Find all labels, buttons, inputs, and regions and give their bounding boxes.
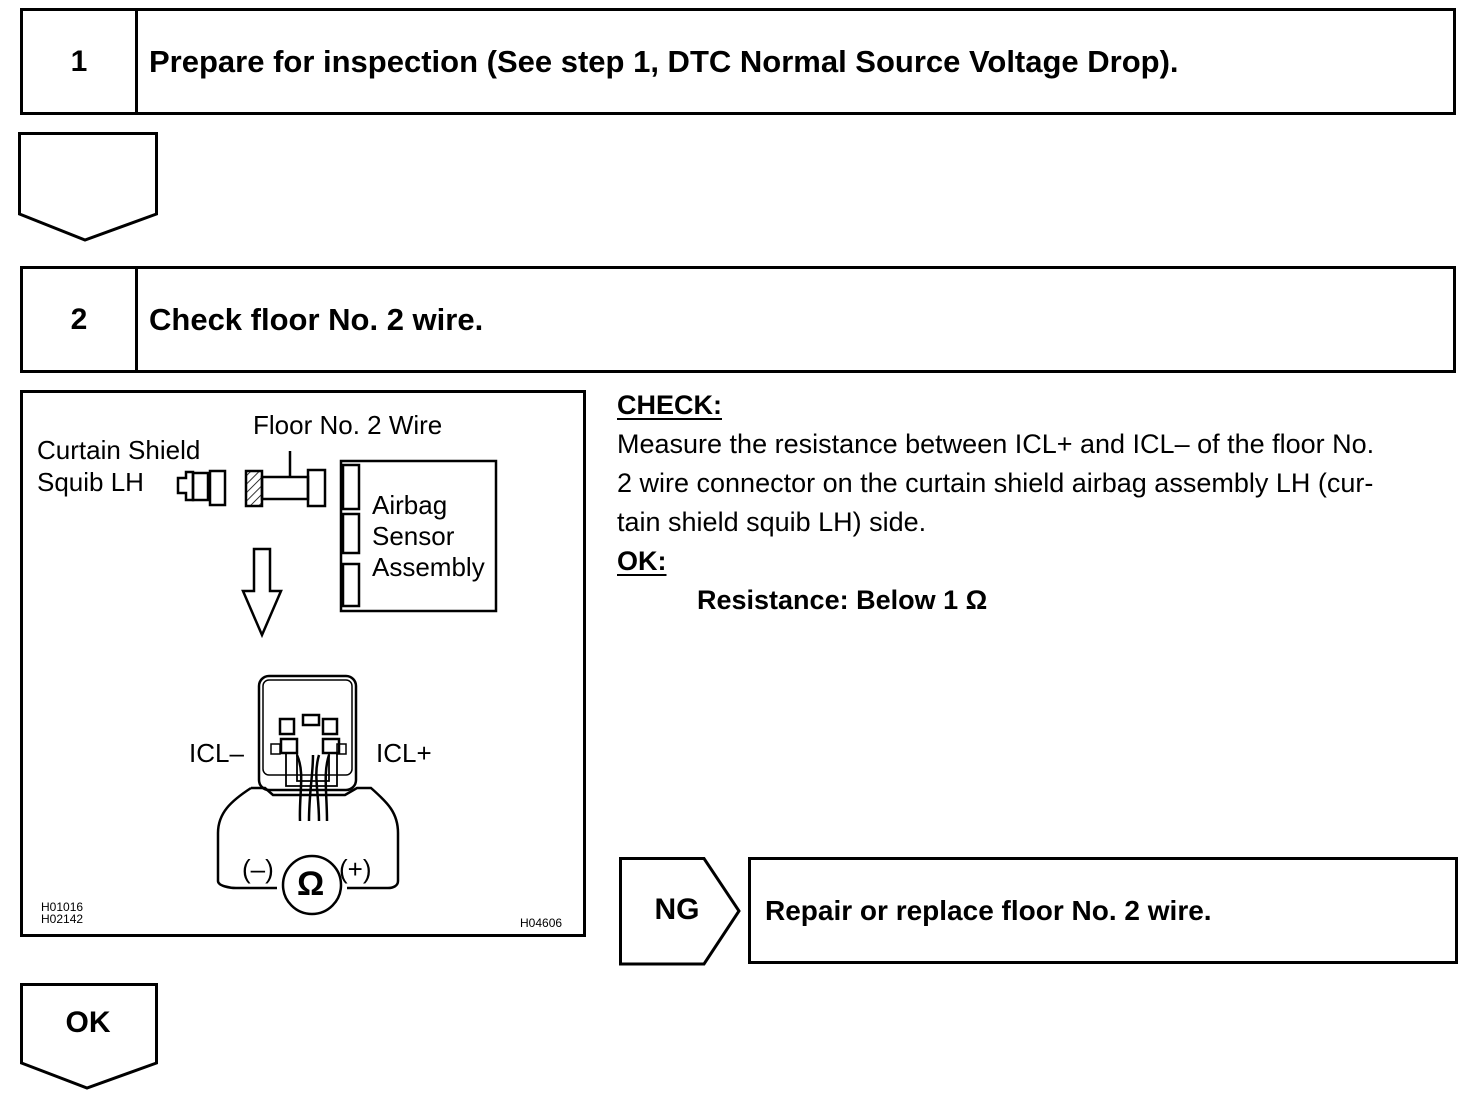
ok-label: OK [65,1006,111,1039]
floor-wire-icon [244,451,327,508]
wiring-illustration: Floor No. 2 Wire Curtain Shield Squib LH… [20,390,586,937]
ref-code-1: H01016 [41,900,84,914]
check-section: CHECK: Measure the resistance between IC… [617,386,1462,620]
resistance-spec: Resistance: Below 1 Ω [697,585,988,615]
ng-label: NG [654,893,700,926]
ref-code-2: H02142 [41,912,84,926]
step-2-number: 2 [23,269,138,370]
down-arrow-icon [18,132,158,242]
sensor-label: Sensor [372,521,455,551]
step-1-title: Prepare for inspection (See step 1, DTC … [149,43,1179,79]
curtain-shield-label: Curtain Shield [37,435,201,465]
ok-heading: OK: [617,546,667,576]
ref-code-3: H04606 [520,916,563,930]
icl-plus-label: ICL+ [376,738,432,768]
probe-plus-label: (+) [339,854,372,884]
airbag-sensor-assembly-icon [339,459,498,613]
step-2-box: 2 Check floor No. 2 wire. [20,266,1456,373]
step-2-title: Check floor No. 2 wire. [149,301,484,337]
probe-minus-label: (–) [242,854,274,884]
check-heading: CHECK: [617,390,722,420]
ok-arrow-icon [20,983,158,1090]
check-line-2: 2 wire connector on the curtain shield a… [617,468,1374,498]
squib-lh-label: Squib LH [37,467,144,497]
airbag-label: Airbag [372,490,448,520]
step-1-number: 1 [23,11,138,112]
ohm-symbol: Ω [297,865,325,903]
floor-wire-label: Floor No. 2 Wire [253,410,443,440]
assembly-label: Assembly [372,552,485,582]
squib-connector-icon [176,469,227,507]
ng-action-box: Repair or replace floor No. 2 wire. [748,857,1458,964]
ng-arrow-icon [619,857,741,966]
step-1-box: 1 Prepare for inspection (See step 1, DT… [20,8,1456,115]
connector-ohmmeter-icon [216,674,400,916]
wiring-diagram [176,451,498,916]
check-line-1: Measure the resistance between ICL+ and … [617,429,1375,459]
check-line-3: tain shield squib LH) side. [617,507,927,537]
icl-minus-label: ICL– [189,738,244,768]
ng-action-text: Repair or replace floor No. 2 wire. [765,894,1212,926]
connect-arrow-icon [241,547,283,639]
